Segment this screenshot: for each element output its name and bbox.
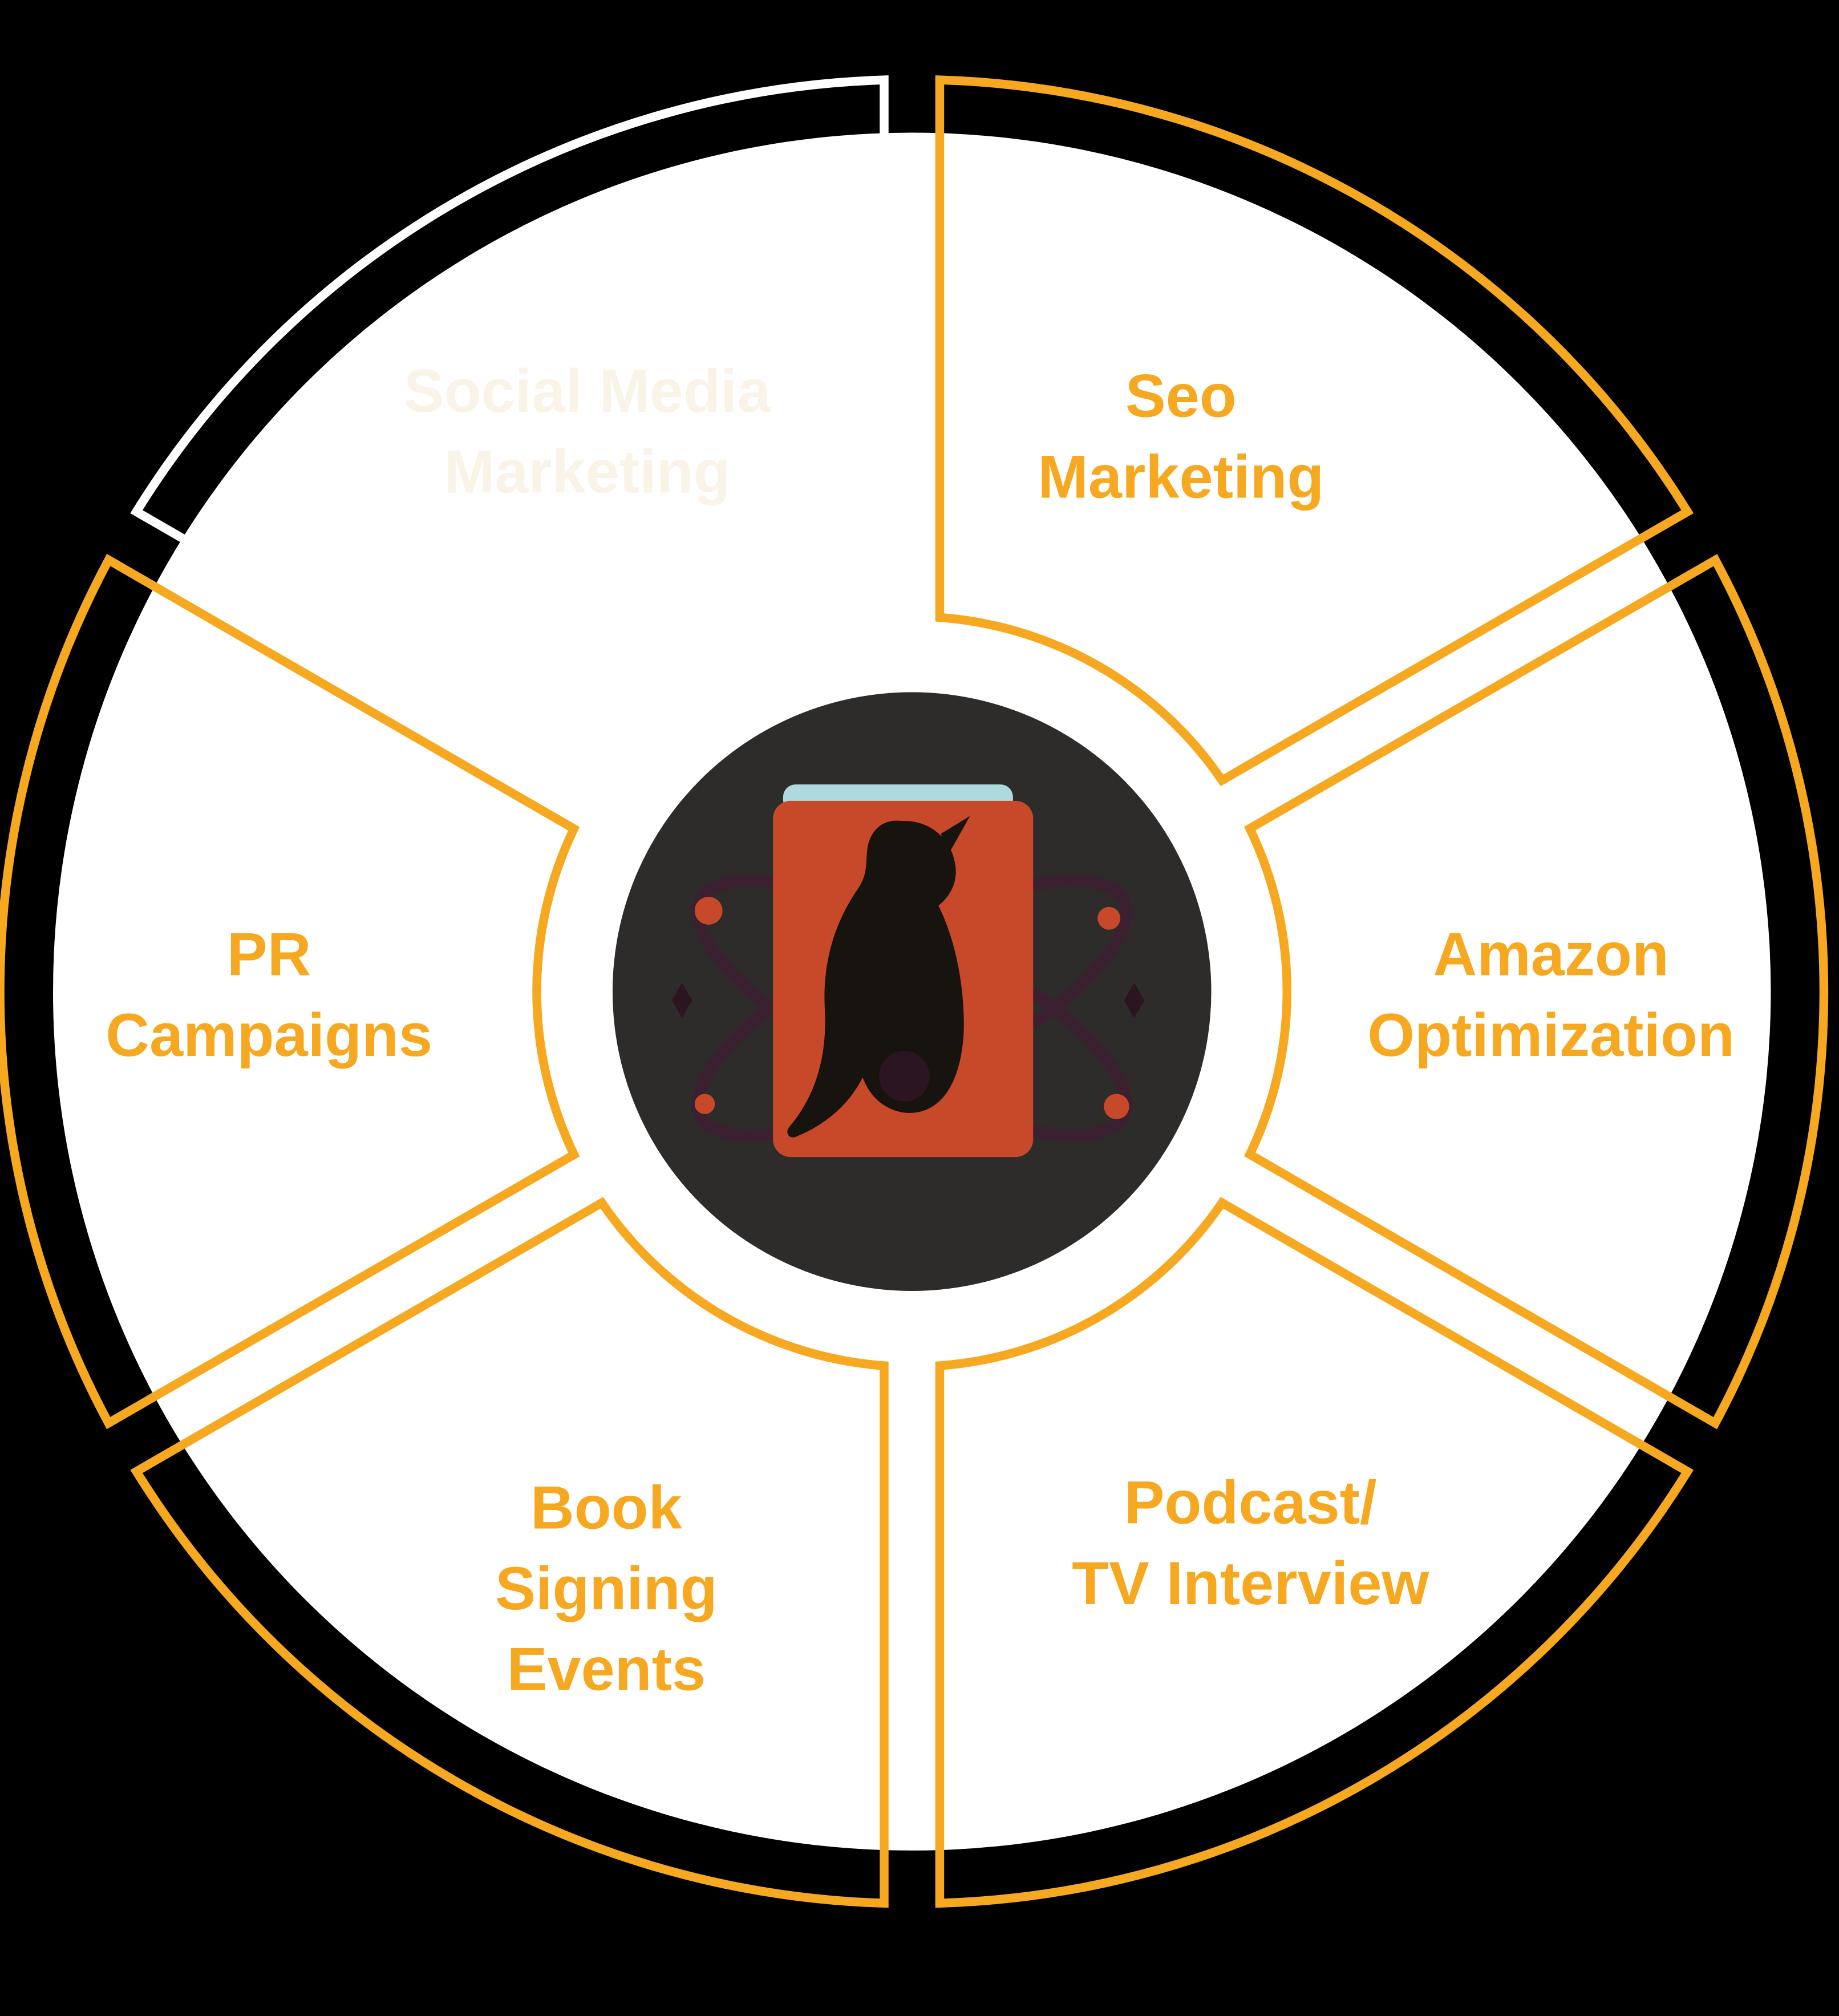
label-amazon-line1: Amazon [1433,920,1668,988]
electron-dot-4 [694,1094,715,1114]
sparkle-left-icon [672,982,692,1018]
label-amazon-line2: Optimization [1367,1001,1734,1069]
label-podcast-line2: TV Interview [1072,1549,1429,1617]
label-top-left-faint: Social Media Marketing [404,357,772,506]
label-seo-line1: Seo [1125,362,1237,430]
label-amazon-optimization: Amazon Optimization [1367,920,1734,1069]
label-book-signing: Book Signing Events [495,1473,718,1703]
segment-top-left-outline [130,75,889,787]
segment-podcast-tv-outline [935,1197,1694,1908]
sparkle-right-icon [1124,982,1145,1018]
electron-dot-1 [694,897,723,925]
orbit-node [879,1051,930,1102]
label-podcast-line1: Podcast/ [1124,1468,1377,1536]
electron-dot-3 [1104,1094,1129,1119]
label-seo-marketing: Seo Marketing [1038,362,1324,511]
label-pr-line2: Campaigns [106,1001,432,1069]
label-top-left-line2: Marketing [444,438,731,506]
label-book-line1: Book [530,1473,683,1541]
label-seo-line2: Marketing [1038,443,1324,511]
label-pr-line1: PR [227,920,311,988]
segment-seo-marketing-outline [935,75,1694,787]
label-podcast-tv: Podcast/ TV Interview [1072,1468,1429,1617]
segment-book-signing-outline [130,1197,889,1908]
label-top-left-line1: Social Media [404,357,772,425]
label-book-line3: Events [507,1636,706,1703]
label-book-line2: Signing [495,1554,718,1622]
segment-pr-campaigns-outline [0,553,580,1430]
segment-amazon-optimization-outline [1243,554,1829,1430]
center-logo [612,692,1212,1291]
label-pr-campaigns: PR Campaigns [106,920,432,1069]
electron-dot-2 [1097,906,1121,930]
